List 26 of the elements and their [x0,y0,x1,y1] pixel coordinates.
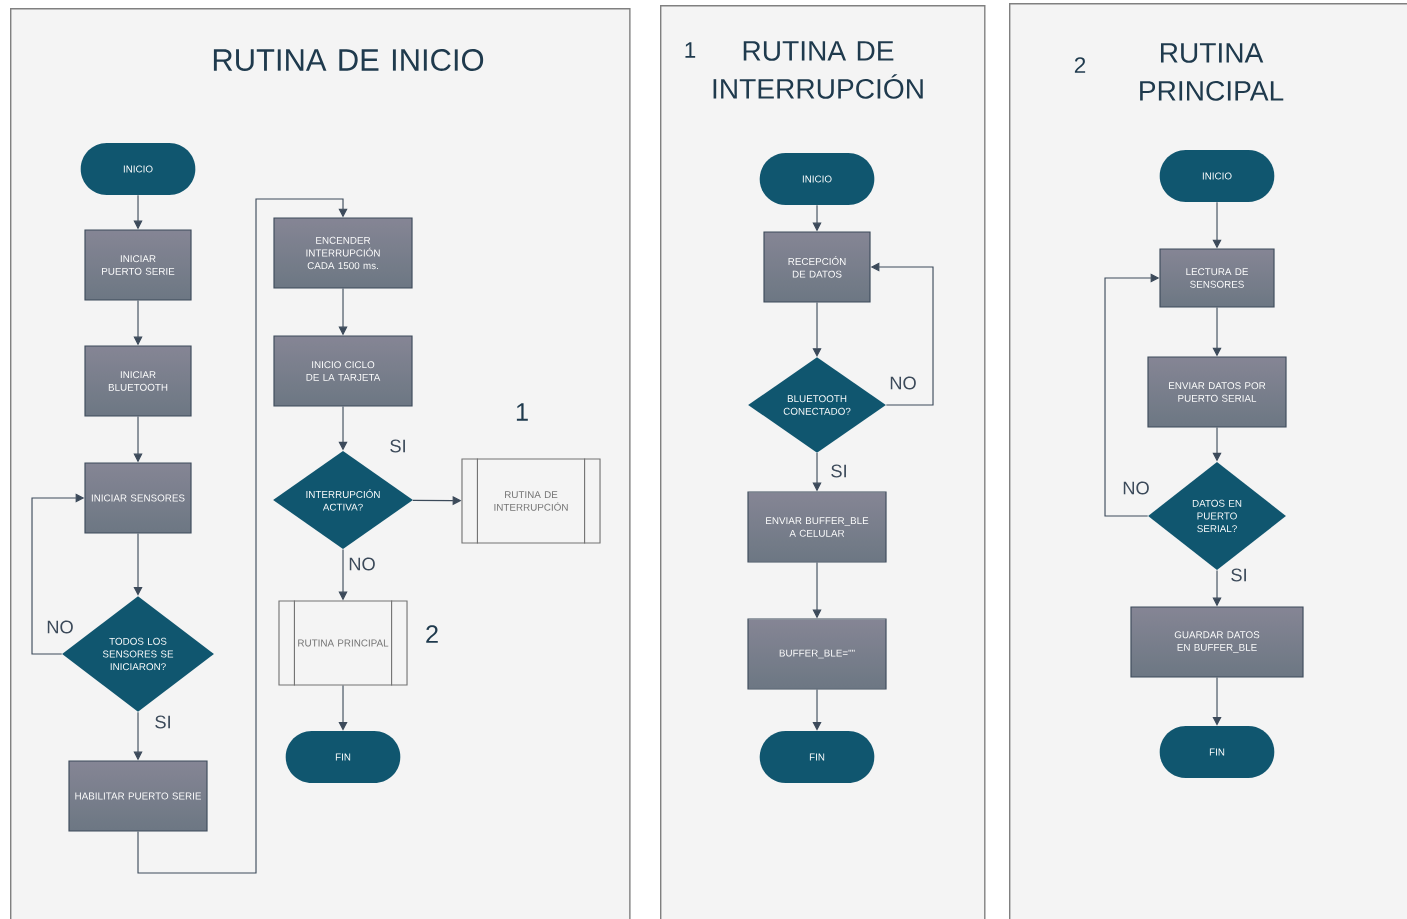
callout-number: 1 [685,42,696,58]
process-box: ENVIAR BUFFER_BLE A CELULAR [747,491,887,563]
process-box: ENVIAR DATOS POR PUERTO SERIAL [1147,356,1287,428]
callout-number: 1 [516,403,528,421]
process-box: INICIO CICLO DE LA TARJETA [273,335,413,407]
process-box: ENCENDER INTERRUPCIÓN CADA 1500 ms. [273,217,413,289]
process-box: HABILITAR PUERTO SERIE [68,760,208,832]
subroutine-box: RUTINA PRINCIPAL [278,599,408,687]
callout-number: 2 [426,625,438,643]
process-box: RECEPCIÓN DE DATOS [763,231,871,303]
edge-label: SI [828,463,850,479]
edge-label: NO [346,556,378,572]
edge-label: NO [887,375,919,391]
subroutine-box: RUTINA DE INTERRUPCIÓN [461,457,601,545]
process-box: BUFFER_BLE="" [747,618,887,690]
process-box: LECTURA DE SENSORES [1159,248,1275,308]
arrow [137,198,348,874]
edge-label: SI [152,714,174,730]
process-box: INICIAR SENSORES [84,462,192,534]
process-box: GUARDAR DATOS EN BUFFER_BLE [1130,606,1304,678]
arrow [133,533,143,596]
arrow [812,302,822,357]
process-box: INICIAR BLUETOOTH [84,345,192,417]
edge-label: SI [1228,567,1250,583]
process-box: INICIAR PUERTO SERIE [84,229,192,301]
callout-number: 2 [1074,57,1086,73]
